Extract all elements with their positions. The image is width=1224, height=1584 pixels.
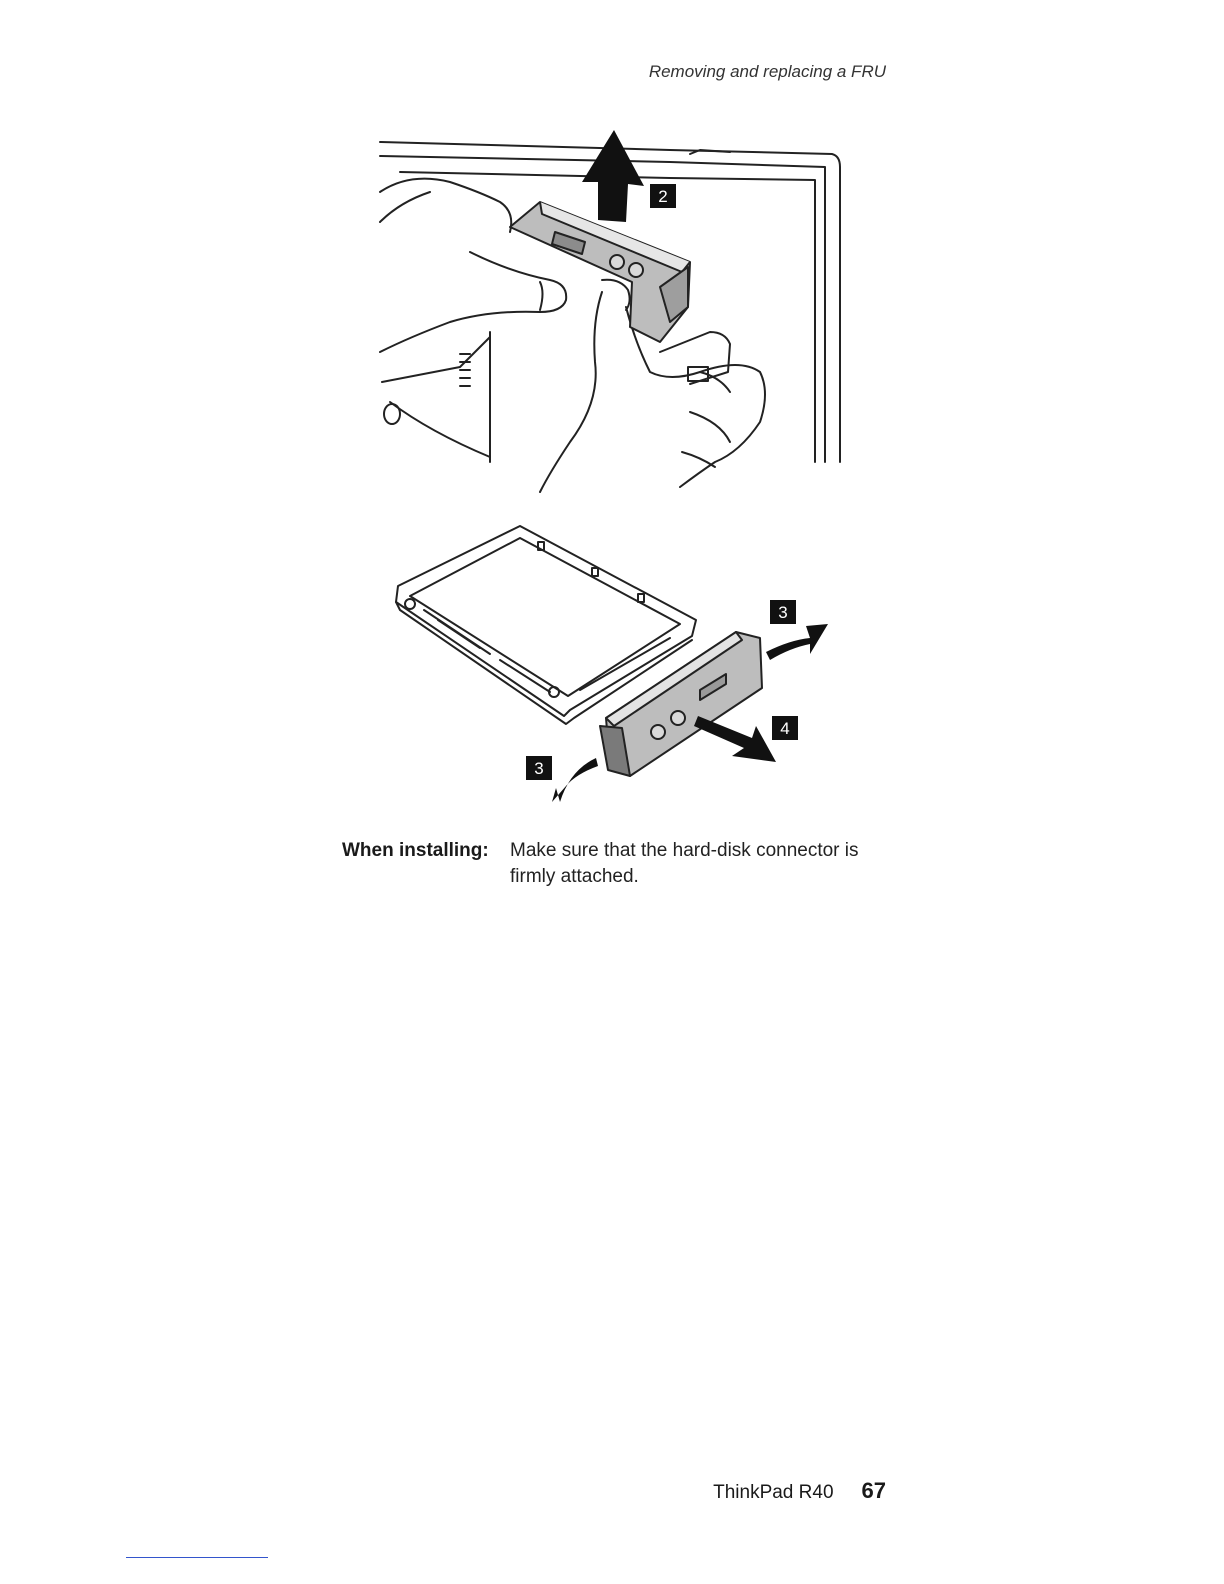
footer-product: ThinkPad R40 [713,1482,833,1504]
svg-text:3: 3 [778,603,787,622]
running-header: Removing and replacing a FRU [649,62,886,82]
note-label: When installing: [342,838,510,890]
page-number: 67 [862,1478,886,1504]
step-marker-4: 4 [772,716,798,740]
step-marker-3-left: 3 [526,756,552,780]
svg-text:2: 2 [658,187,667,206]
step-marker-2: 2 [650,184,676,208]
installation-note: When installing: Make sure that the hard… [342,838,880,890]
svg-text:3: 3 [534,759,543,778]
up-arrow [582,130,644,222]
hdd-bracket-illustration: 3 4 3 [380,520,840,810]
footnote-rule [126,1557,268,1558]
page-footer: ThinkPad R40 67 [713,1478,886,1504]
hdd-removal-illustration: 2 [370,122,850,497]
svg-text:4: 4 [780,719,789,738]
note-text: Make sure that the hard-disk connector i… [510,838,880,890]
step-marker-3-right: 3 [770,600,796,624]
